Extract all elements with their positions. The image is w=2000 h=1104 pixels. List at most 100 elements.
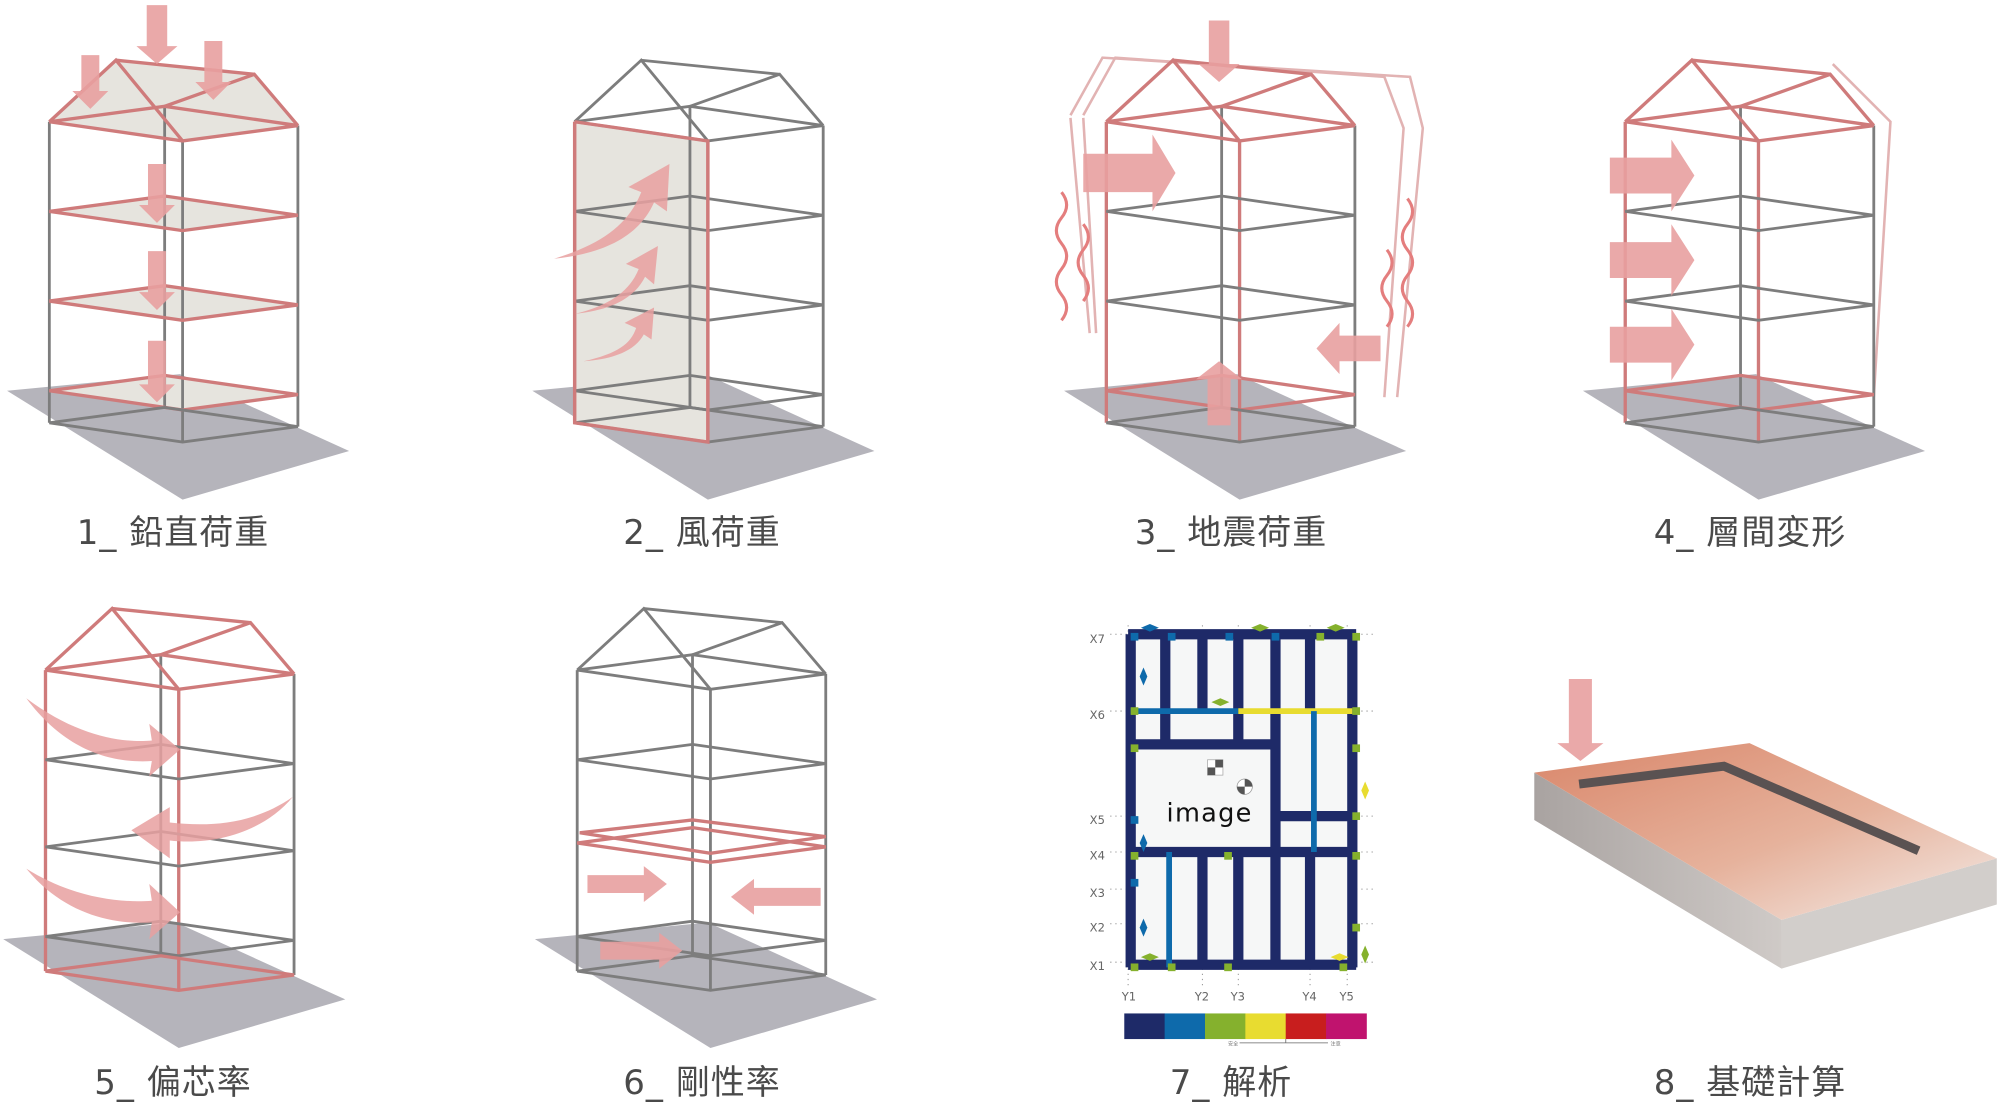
eccentricity-marker-icon — [1140, 623, 1159, 632]
floor-level — [1106, 406, 1356, 444]
floor-level — [49, 373, 299, 412]
curved-arrow — [574, 245, 658, 314]
scale-swatch — [1164, 1013, 1206, 1040]
column-marker — [1352, 632, 1361, 641]
column-marker — [1352, 744, 1361, 753]
load-arrow — [1609, 139, 1695, 212]
vibration-wave-icon — [1076, 223, 1090, 303]
eccentricity-marker-icon — [1139, 667, 1148, 686]
slab-top — [1534, 743, 1997, 920]
scale-swatch — [1124, 1013, 1166, 1040]
floor-level — [1106, 104, 1356, 143]
column-marker — [1352, 812, 1361, 820]
ground-shadow — [1582, 374, 1926, 500]
roof-gable — [1739, 72, 1876, 127]
eccentricity-marker-icon — [1139, 918, 1148, 937]
curved-arrow — [583, 307, 655, 362]
load-arrow — [72, 55, 109, 109]
eccentricity-marker-icon — [1139, 834, 1148, 853]
roof-gable — [692, 621, 827, 675]
column-marker — [1130, 963, 1139, 972]
highlighted-surface — [49, 285, 298, 321]
eccentricity-marker-icon — [1251, 623, 1270, 632]
column-marker — [1352, 852, 1361, 860]
highlighted-surface — [49, 196, 298, 231]
panel-stiffness-ratio — [534, 606, 878, 1049]
load-arrow — [139, 163, 175, 223]
floor-level — [1625, 406, 1874, 444]
load-arrow — [195, 40, 232, 100]
floor-level — [1106, 194, 1356, 233]
roof-gable — [1221, 72, 1357, 127]
panel-seismic-load — [1054, 20, 1425, 500]
column-marker — [1224, 852, 1232, 860]
vibration-wave-icon — [1380, 248, 1394, 328]
eccentricity-marker-icon — [1330, 953, 1349, 961]
load-arrow — [1316, 322, 1381, 375]
caption-story-drift: 4_ 層間変形 — [1653, 513, 1847, 553]
caption-analysis: 7_ 解析 — [1169, 1063, 1293, 1103]
row-label: X3 — [1090, 886, 1105, 900]
slab-side — [1781, 858, 1997, 969]
floor-level — [45, 919, 295, 958]
curved-arrow — [26, 698, 181, 777]
floor-level — [1625, 284, 1874, 322]
caption-seismic-load: 3_ 地震荷重 — [1134, 513, 1328, 553]
roof-ridge — [1691, 58, 1831, 76]
scale-swatch — [1245, 1013, 1287, 1040]
row-label: X5 — [1090, 813, 1105, 827]
drift-outline — [1831, 63, 1892, 398]
column-marker — [1225, 632, 1234, 641]
column-marker — [1352, 707, 1361, 715]
floor-level — [45, 653, 295, 691]
scale-swatch — [1326, 1013, 1367, 1040]
floor-level — [574, 373, 824, 412]
load-arrow — [139, 340, 175, 403]
eccentricity-marker-icon — [1211, 698, 1230, 706]
floor-level — [49, 284, 299, 322]
floor-level — [45, 954, 295, 993]
row-label: X6 — [1090, 708, 1105, 722]
ground-shadow — [1064, 374, 1407, 500]
column-marker — [1167, 963, 1176, 972]
floor-level — [1624, 104, 1875, 143]
floor-level — [45, 830, 295, 868]
load-arrow — [600, 932, 683, 969]
soft-story-floor — [579, 818, 826, 855]
column-marker — [1271, 632, 1280, 641]
floor-level — [576, 742, 826, 781]
legend-safe: 安全 — [1228, 1040, 1238, 1047]
load-arrow — [730, 878, 821, 915]
column-marker — [1130, 632, 1139, 641]
panel-analysis-plan: X7 X6 X5 X4 X3 X2 X1 Y1 Y2 Y3 Y4 Y5 imag… — [1090, 623, 1375, 1047]
column-marker — [1224, 963, 1232, 972]
load-arrow — [139, 251, 175, 311]
column-marker — [1167, 632, 1176, 641]
floor-level — [49, 194, 299, 233]
floor-level — [576, 954, 826, 992]
row-label: X7 — [1090, 632, 1105, 646]
floor-level — [576, 825, 826, 864]
row-label: X2 — [1090, 920, 1105, 934]
vibration-wave-icon — [1400, 197, 1415, 328]
scale-swatch — [1285, 1013, 1327, 1040]
floor-level — [1624, 373, 1875, 412]
column-marker — [1130, 852, 1139, 860]
roof-ridge — [641, 58, 780, 76]
image-watermark: image — [1167, 798, 1253, 828]
roof-gable — [576, 606, 712, 691]
col-label: Y3 — [1230, 990, 1245, 1004]
caption-foundation: 8_ 基礎計算 — [1653, 1063, 1847, 1103]
panel-eccentricity — [3, 606, 346, 1049]
roof-ridge — [111, 606, 251, 625]
column-marker — [1130, 744, 1139, 753]
windward-face — [572, 120, 710, 444]
floor-level — [1106, 284, 1356, 322]
curved-arrow — [131, 796, 293, 859]
ground-shadow — [7, 374, 350, 500]
caption-wind-load: 2_ 風荷重 — [623, 513, 781, 553]
roof-ridge — [1172, 58, 1312, 76]
eccentricity-marker-icon — [1361, 945, 1369, 964]
col-label: Y4 — [1301, 990, 1316, 1004]
